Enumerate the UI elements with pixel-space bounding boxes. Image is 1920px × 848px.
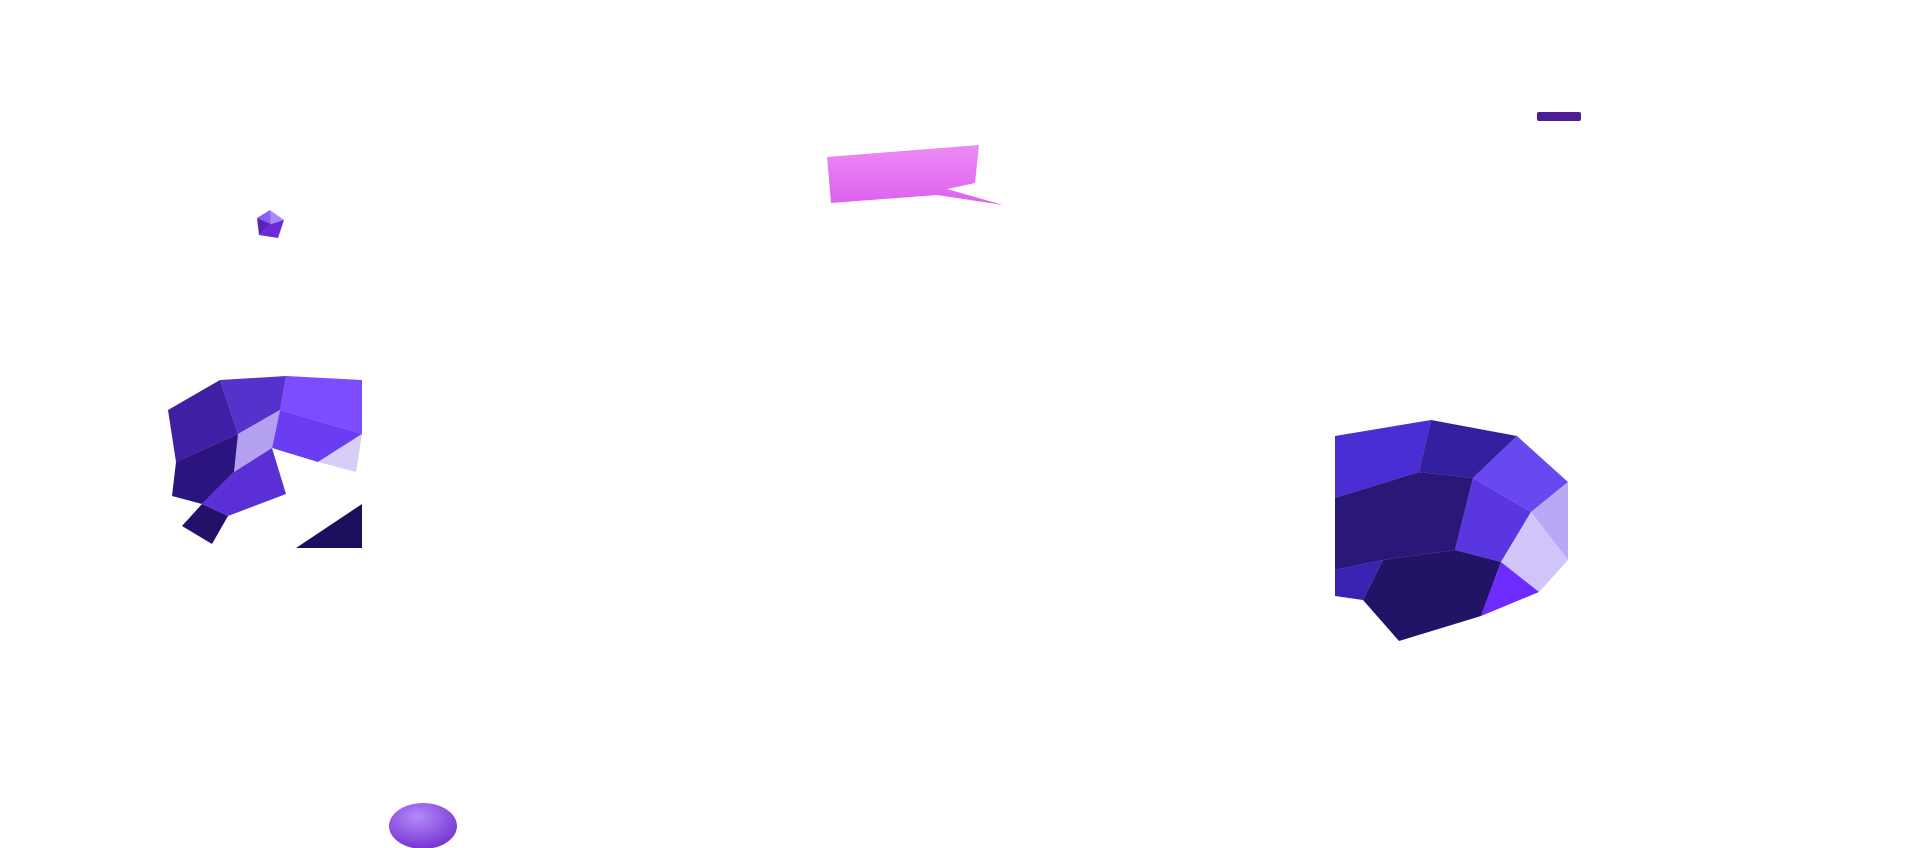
small-gem-facet: [257, 210, 271, 224]
left-gem-facet: [202, 448, 286, 516]
left-gem-facet: [168, 380, 238, 462]
left-gem-illustration: [168, 376, 362, 548]
gradient-orb-icon: [389, 803, 457, 848]
pink-blob-icon: [827, 145, 1003, 205]
right-gem-facet: [1501, 512, 1568, 592]
left-gem-facet: [234, 410, 280, 472]
right-gem-facet: [1419, 420, 1517, 478]
accent-dash-bar: [1537, 112, 1581, 121]
right-gem-facet: [1335, 472, 1473, 570]
accent-dash-icon: [1537, 112, 1581, 121]
right-gem-facet: [1455, 478, 1531, 562]
small-gem-facet: [259, 220, 284, 238]
left-gem-facet: [220, 376, 286, 434]
gradient-orb-shape: [389, 803, 457, 848]
left-gem-facet: [172, 434, 238, 504]
right-gem-facet: [1531, 482, 1568, 560]
left-gem-facet: [280, 376, 362, 434]
right-gem-facet: [1473, 436, 1568, 512]
left-gem-facet: [296, 504, 362, 548]
left-gem-facet: [272, 410, 362, 462]
left-gem-facet: [318, 434, 362, 472]
left-gem-facet: [182, 504, 228, 544]
right-gem-facet: [1335, 560, 1383, 600]
small-gem-facet: [270, 210, 284, 224]
pink-blob-shape: [827, 145, 1003, 205]
right-gem-facet: [1335, 420, 1431, 498]
small-gem-icon: [257, 210, 284, 238]
small-gem-facet: [257, 218, 271, 235]
right-gem-facet: [1363, 550, 1501, 641]
right-gem-facet: [1481, 562, 1539, 616]
right-gem-illustration: [1335, 420, 1568, 641]
